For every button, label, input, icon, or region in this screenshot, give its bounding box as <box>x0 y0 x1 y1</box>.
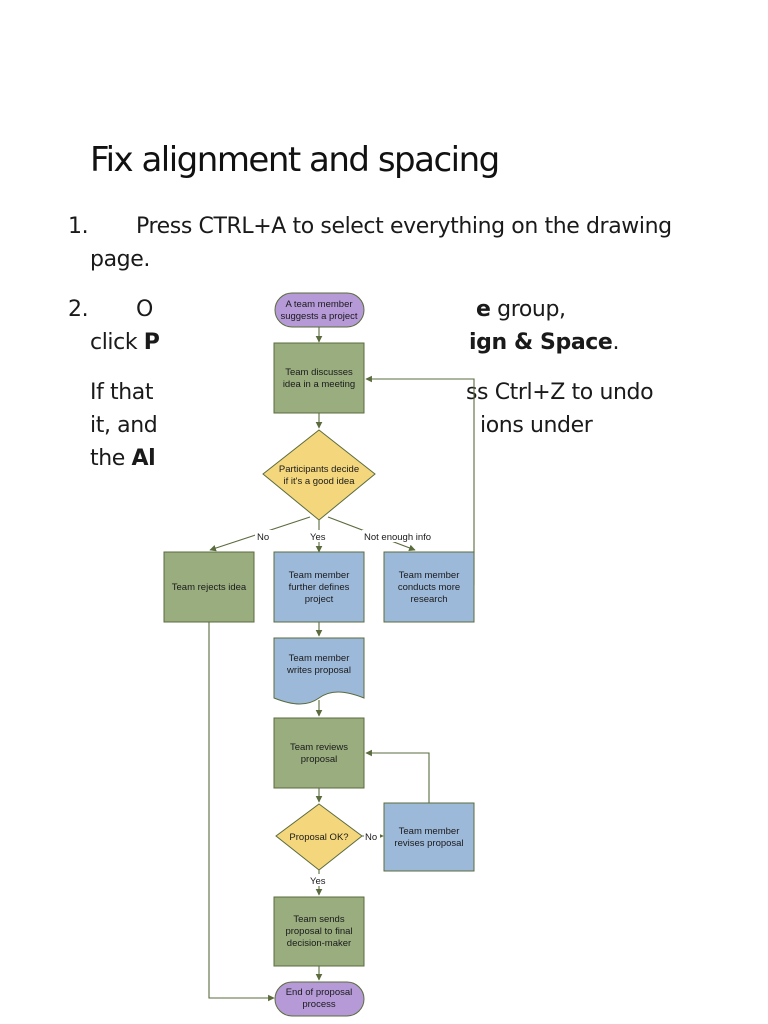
reviews-text-2: proposal <box>301 754 337 765</box>
writes-text-2: writes proposal <box>286 665 351 676</box>
start-text-1: A team member <box>285 299 352 310</box>
end-text-1: End of proposal <box>286 987 353 998</box>
step-2-text-end: e group, <box>476 293 566 326</box>
step-2-align-space: ign & Space <box>469 330 613 355</box>
decide-text-1: Participants decide <box>279 464 359 475</box>
research-text-3: research <box>411 594 448 605</box>
defines-text-1: Team member <box>289 570 350 581</box>
flowchart-connectors <box>208 327 475 1002</box>
revises-text-2: revises proposal <box>394 838 463 849</box>
revises-text-1: Team member <box>399 826 460 837</box>
label-yes2-bg <box>307 874 331 886</box>
step-2-bold-start: P <box>143 330 160 355</box>
sends-text-3: decision-maker <box>287 938 351 949</box>
label-no: No <box>257 532 269 543</box>
decide-decision <box>262 429 376 521</box>
connector-rejects-end <box>208 622 275 1002</box>
label-yes-bg <box>307 530 331 542</box>
step-2-bold-end: e <box>476 297 491 322</box>
end-text-2: process <box>302 999 336 1010</box>
step-2-line2-end: ign & Space. <box>469 326 619 359</box>
step-1-text: Press CTRL+A to select everything on the… <box>136 214 672 239</box>
sends-process <box>273 896 365 967</box>
reviews-text-1: Team reviews <box>290 742 348 753</box>
step-2-number: 2. <box>68 297 89 322</box>
step-1-text-cont: page. <box>90 247 150 272</box>
note-line2-end: ions under <box>480 413 593 438</box>
discuss-process <box>273 342 365 414</box>
defines-text-3: project <box>305 594 334 605</box>
label-not-enough-bg <box>362 530 438 542</box>
research-text-2: conducts more <box>398 582 460 593</box>
step-2-period: . <box>612 330 620 355</box>
step-2-text-end-plain: group, <box>490 297 566 322</box>
flowchart-node-text: A team member suggests a project Team di… <box>172 299 464 1010</box>
discuss-text-1: Team discusses <box>285 367 353 378</box>
flowchart-connector-labels: No Yes Not enough info No Yes <box>255 530 438 887</box>
connector-research-loop <box>365 375 475 585</box>
label-not-enough: Not enough info <box>364 532 431 543</box>
note-the: the <box>90 446 132 471</box>
sends-text-2: proposal to final <box>285 926 352 937</box>
note-line1-end: ss Ctrl+Z to undo <box>466 380 654 405</box>
label-yes: Yes <box>310 532 326 543</box>
start-terminator <box>274 292 365 328</box>
note-line3-start: the Al <box>90 442 156 475</box>
decide-text-2: if it's a good idea <box>284 476 356 487</box>
defines-text-2: further defines <box>289 582 350 593</box>
label-no2-bg <box>364 830 380 842</box>
start-text-2: suggests a project <box>280 311 357 322</box>
connector-revises-loop <box>365 749 430 803</box>
label-no-bg <box>255 530 273 542</box>
rejects-text: Team rejects idea <box>172 582 247 593</box>
end-terminator <box>274 981 365 1017</box>
sends-text-1: Team sends <box>293 914 344 925</box>
discuss-text-2: idea in a meeting <box>283 379 355 390</box>
note-line1-start: If that <box>90 380 154 405</box>
note-bold-al: Al <box>131 446 156 471</box>
note-line2-start: it, and <box>90 413 158 438</box>
ok-decision <box>275 803 363 871</box>
defines-process <box>273 551 365 623</box>
page-title: Fix alignment and spacing <box>90 140 500 180</box>
research-text-1: Team member <box>399 570 460 581</box>
step-2-click: click <box>90 330 144 355</box>
writes-text-1: Team member <box>289 653 350 664</box>
label-yes2: Yes <box>310 876 326 887</box>
writes-document <box>273 637 365 705</box>
step-2-text-start: O <box>136 297 153 322</box>
reviews-process <box>273 717 365 789</box>
step-1-number: 1. <box>68 214 89 239</box>
rejects-process <box>163 551 255 623</box>
research-process <box>383 551 475 623</box>
revises-process <box>383 802 475 872</box>
flowchart-shapes <box>163 292 475 1017</box>
step-2-line2-start: click P <box>90 326 160 359</box>
label-no2: No <box>365 832 377 843</box>
ok-text: Proposal OK? <box>289 832 348 843</box>
